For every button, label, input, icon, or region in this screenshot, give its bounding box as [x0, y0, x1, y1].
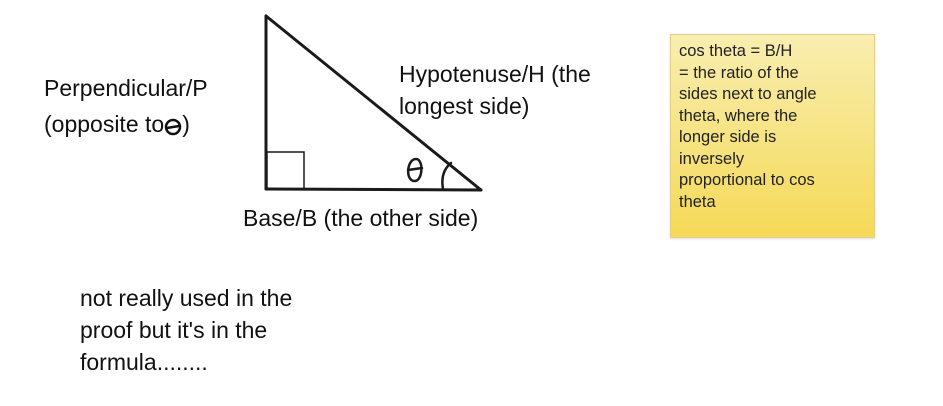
note-line: = the ratio of the: [679, 63, 799, 82]
note-line: proportional to cos: [679, 171, 815, 189]
perpendicular-label-line2: (opposite to): [44, 108, 190, 140]
right-angle-marker: [266, 151, 305, 190]
footnote-line: proof but it's in the: [80, 317, 268, 343]
note-line: longer side is: [679, 128, 777, 146]
note-line: theta: [679, 192, 716, 211]
perpendicular-label: Perpendicular/P: [44, 75, 208, 101]
base-label: Base/B (the other side): [243, 205, 479, 231]
hypotenuse-side: [264, 14, 483, 192]
perpendicular-label-text: (opposite to: [44, 111, 165, 137]
note-line: cos theta = B/H: [679, 42, 793, 60]
theta-symbol: [406, 157, 424, 183]
hypotenuse-label-line2: longest side): [399, 93, 530, 119]
footnote-line: formula........: [80, 349, 208, 375]
note-line: inversely: [679, 149, 745, 168]
perpendicular-label-close: ): [182, 111, 190, 137]
triangle: [264, 14, 483, 192]
footnote-line: not really used in the: [80, 285, 293, 311]
hypotenuse-label: Hypotenuse/H (the: [399, 61, 591, 87]
note-line: theta, where the: [679, 106, 798, 125]
theta-icon: [164, 118, 182, 136]
angle-arc: [441, 161, 453, 191]
note-line: sides next to angle: [679, 85, 817, 103]
sticky-note[interactable]: cos theta = B/H = the ratio of the sides…: [670, 34, 875, 238]
